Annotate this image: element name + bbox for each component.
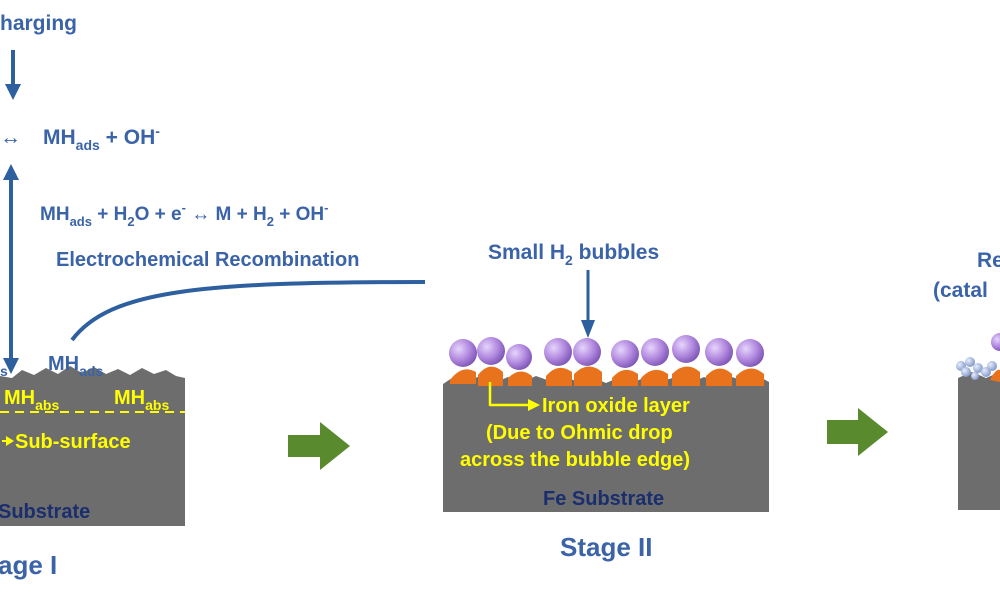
hydrogen-bubbles (449, 335, 764, 370)
bubble (991, 333, 1000, 351)
arrow-up-down-icon (3, 164, 19, 374)
small-bubble (987, 361, 997, 371)
bubble (611, 340, 639, 368)
bubble-edge-label: across the bubble edge) (460, 449, 690, 471)
mh-abs-label-1: MHabs (4, 387, 59, 413)
bubble (705, 338, 733, 366)
fragment-label: s (0, 363, 8, 379)
oxide-deposit (990, 369, 1000, 382)
stage2-title: Stage II (560, 532, 652, 562)
bubble (672, 335, 700, 363)
stage3-small-bubbles (956, 333, 1000, 382)
recombination-connector (70, 280, 426, 342)
reaction-mh-ads-oh: MHads + OH- (43, 123, 160, 153)
recombination-label: Electrochemical Recombination (56, 249, 359, 271)
mh-abs-label-2: MHabs (114, 387, 169, 413)
bubble (477, 337, 505, 365)
small-bubble (973, 363, 983, 373)
down-arrow-icon (581, 270, 595, 338)
oxide-pointer-icon (488, 382, 540, 411)
stage1-substrate-label: Substrate (0, 501, 90, 523)
bubble (544, 338, 572, 366)
small-bubble (965, 357, 975, 367)
stage1-substrate (0, 366, 185, 526)
iron-oxide-deposits (450, 366, 764, 386)
bubble (736, 339, 764, 367)
stage3-label-line2: (catal (933, 279, 988, 302)
small-bubbles-label: Small H2 bubbles (488, 241, 659, 268)
down-arrow-icon (5, 50, 21, 100)
double-arrow-icon: ↔ (0, 126, 21, 149)
bubble (641, 338, 669, 366)
subsurface-pointer-icon (2, 436, 14, 446)
iron-oxide-label: Iron oxide layer (542, 395, 690, 417)
charging-label: harging (0, 12, 77, 35)
stage3-substrate (958, 372, 1000, 510)
stage3-label-line1: Re (977, 249, 1000, 272)
subsurface-label: Sub-surface (15, 431, 131, 453)
small-bubble (961, 367, 971, 377)
progress-arrow-icon (827, 408, 888, 456)
ohmic-drop-label: (Due to Ohmic drop (486, 422, 673, 444)
progress-arrow-icon (288, 422, 350, 470)
stage2-substrate-label: Fe Substrate (543, 488, 664, 510)
bubble (449, 339, 477, 367)
reaction-recombination-equation: MHads + H2O + e- ↔ M + H2 + OH- (40, 200, 328, 229)
bubble (573, 338, 601, 366)
stage1-title: age I (0, 550, 57, 580)
bubble (506, 344, 532, 370)
stage2-substrate (443, 376, 769, 512)
mh-ads-surface-label: MHads (48, 353, 103, 379)
small-bubble (971, 372, 979, 380)
